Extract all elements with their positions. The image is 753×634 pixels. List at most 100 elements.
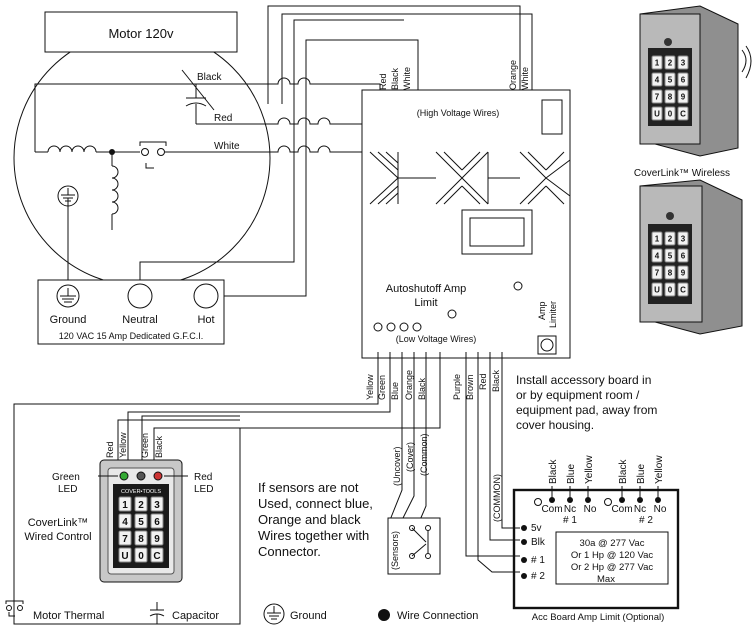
keypad-key[interactable] (651, 231, 663, 246)
acc-group-2: # 2 (639, 515, 653, 526)
acc-wire2-black: Black (618, 459, 629, 484)
keypad-key[interactable] (664, 248, 676, 263)
keypad-key[interactable] (134, 513, 148, 529)
amp-led (447, 309, 457, 319)
keypad-key-label: 3 (681, 59, 686, 68)
keypad-key[interactable] (651, 282, 663, 297)
keypad-key[interactable] (134, 547, 148, 563)
keypad-key[interactable] (118, 496, 132, 512)
keypad-key[interactable] (664, 72, 676, 87)
keypad-key-label: 1 (655, 235, 660, 244)
lv-wire-brown: Brown (465, 374, 475, 400)
amp-title-line2: Limit (414, 297, 437, 309)
keypad-key-label: U (121, 551, 128, 562)
acc-wire2-yellow: Yellow (654, 455, 665, 484)
keypad-key[interactable] (677, 265, 689, 280)
keypad-key[interactable] (677, 106, 689, 121)
keypad-key[interactable] (150, 530, 164, 546)
amp-limiter-dial[interactable] (537, 335, 557, 355)
keypad-key-label: 7 (122, 534, 128, 545)
red-led-label-2: LED (194, 484, 213, 495)
lv-wire-green: Green (377, 375, 387, 400)
keypad-key[interactable] (664, 106, 676, 121)
keypad-key[interactable] (651, 248, 663, 263)
keypad-key[interactable] (677, 89, 689, 104)
keypad-key[interactable] (664, 265, 676, 280)
keypad-key-label: 9 (154, 534, 160, 545)
keypad-key[interactable] (664, 282, 676, 297)
keypad-key[interactable] (677, 231, 689, 246)
relay-outline (461, 209, 533, 255)
keypad-key-label: 3 (154, 500, 160, 511)
keypad-key-label: 8 (668, 93, 673, 102)
keypad-key[interactable] (677, 72, 689, 87)
lv-label: (Low Voltage Wires) (396, 334, 477, 344)
keypad-key[interactable] (118, 547, 132, 563)
legend-capacitor-label: Capacitor (172, 610, 219, 622)
motor: Motor 120v Black Red White (13, 11, 271, 287)
keypad-key[interactable] (118, 530, 132, 546)
acc-term2-no: No (654, 504, 667, 515)
legend-motor-thermal-icon (5, 600, 24, 617)
acc-wire1-black: Black (548, 459, 559, 484)
sensor-note-3: Orange and black (258, 512, 361, 527)
hv-wire-red: Red (378, 73, 388, 90)
hv-wire-orange: Orange (508, 60, 518, 90)
lv-wire-orange: Orange (404, 370, 414, 400)
hv-label: (High Voltage Wires) (417, 108, 500, 118)
acc-term2-com: Com (611, 504, 632, 515)
red-led-label-1: Red (194, 472, 212, 483)
hot-terminal (193, 283, 219, 309)
acc-rating-1: 30a @ 277 Vac (580, 538, 645, 549)
keypad-key[interactable] (651, 106, 663, 121)
keypad-key[interactable] (118, 513, 132, 529)
legend-capacitor-icon (149, 602, 165, 624)
keypad-key[interactable] (651, 55, 663, 70)
green-led-label-1: Green (52, 472, 80, 483)
wired-control-name-2: Wired Control (24, 531, 91, 543)
keypad-key-label: 2 (138, 500, 144, 511)
keypad-key-label: 2 (668, 59, 673, 68)
keypad-key[interactable] (150, 547, 164, 563)
install-note-4: cover housing. (516, 418, 594, 432)
keypad-key[interactable] (677, 248, 689, 263)
keypad-key-label: 5 (668, 76, 673, 85)
lv-wire-purple: Purple (452, 374, 462, 400)
lv-wire-red: Red (478, 373, 488, 390)
keypad-key-label: C (153, 551, 160, 562)
acc-rating-2: Or 1 Hp @ 120 Vac (571, 550, 654, 561)
keypad-key[interactable] (150, 513, 164, 529)
keypad-key-label: 5 (668, 252, 673, 261)
keypad-key[interactable] (677, 55, 689, 70)
keypad-key[interactable] (664, 89, 676, 104)
keypad-key[interactable] (664, 231, 676, 246)
legend-connection-label: Wire Connection (397, 610, 478, 622)
acc-pin-1: # 1 (531, 555, 545, 566)
keypad-key[interactable] (664, 55, 676, 70)
keypad-key-label: 7 (655, 93, 660, 102)
wired-control-name-1: CoverLink™ (28, 517, 89, 529)
keypad-key[interactable] (651, 265, 663, 280)
hv-wire-white: White (402, 67, 412, 90)
acc-pin-blk: Blk (531, 537, 546, 548)
keypad-key[interactable] (134, 496, 148, 512)
supply-box (37, 279, 225, 345)
motor-loop-wire (34, 83, 196, 152)
keypad-key[interactable] (134, 530, 148, 546)
keypad-key-label: 0 (668, 110, 673, 119)
keypad-key[interactable] (677, 282, 689, 297)
keypad-key-label: 9 (681, 93, 686, 102)
acc-term1-com: Com (541, 504, 562, 515)
keypad-key[interactable] (651, 89, 663, 104)
keypad-key[interactable] (651, 72, 663, 87)
amp-limiter-label-1: Amp (537, 301, 547, 320)
keypad-key-label: 8 (138, 534, 144, 545)
low-voltage-wires (13, 352, 520, 625)
keypad-key[interactable] (150, 496, 164, 512)
keypad-key-label: 1 (655, 59, 660, 68)
install-note-2: or by equipment room / (516, 388, 640, 402)
sensors-box: (Sensors) (387, 517, 441, 575)
motor-feed-wires (139, 5, 533, 297)
